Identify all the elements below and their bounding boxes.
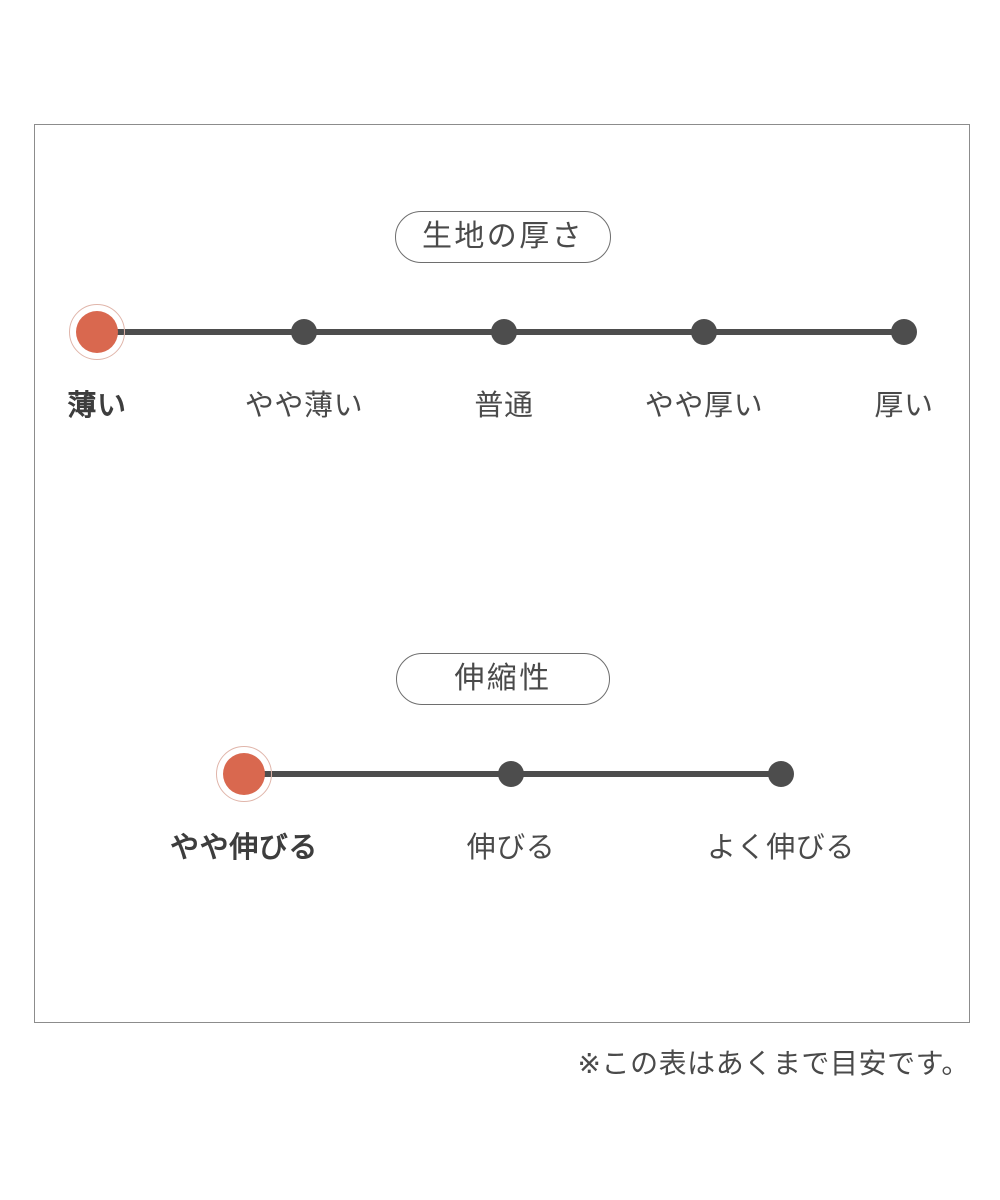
scale-dot-thickness-3[interactable] (691, 319, 717, 345)
scale-label-stretch-1: 伸びる (466, 832, 556, 864)
scale-label-stretch-0: やや伸びる (170, 832, 318, 864)
scale-dot-thickness-0[interactable] (76, 311, 118, 353)
scale-dot-thickness-4[interactable] (891, 319, 917, 345)
scale-dot-stretch-1[interactable] (498, 761, 524, 787)
spec-card: 生地の厚さ 薄い やや薄い 普通 やや厚い 厚い (34, 124, 970, 1023)
selected-ring-stretch (216, 746, 272, 802)
scale-dot-stretch-2[interactable] (768, 761, 794, 787)
scale-label-thickness-3: やや厚い (644, 390, 764, 422)
scale-dot-stretch-0[interactable] (223, 753, 265, 795)
scale-label-thickness-1: やや薄い (244, 390, 364, 422)
section-title-pill-thickness: 生地の厚さ (395, 211, 611, 263)
scale-dot-thickness-1[interactable] (291, 319, 317, 345)
scale-label-stretch-2: よく伸びる (707, 832, 855, 864)
section-title-thickness: 生地の厚さ (422, 220, 584, 253)
footnote-disclaimer: ※この表はあくまで目安です。 (577, 1048, 970, 1079)
selected-ring-thickness (69, 304, 125, 360)
section-title-pill-stretch: 伸縮性 (396, 653, 610, 705)
section-title-stretch: 伸縮性 (454, 662, 552, 695)
scale-label-thickness-4: 厚い (874, 390, 934, 422)
scale-dot-thickness-2[interactable] (491, 319, 517, 345)
scale-label-thickness-2: 普通 (474, 390, 534, 422)
scale-label-thickness-0: 薄い (67, 390, 127, 422)
